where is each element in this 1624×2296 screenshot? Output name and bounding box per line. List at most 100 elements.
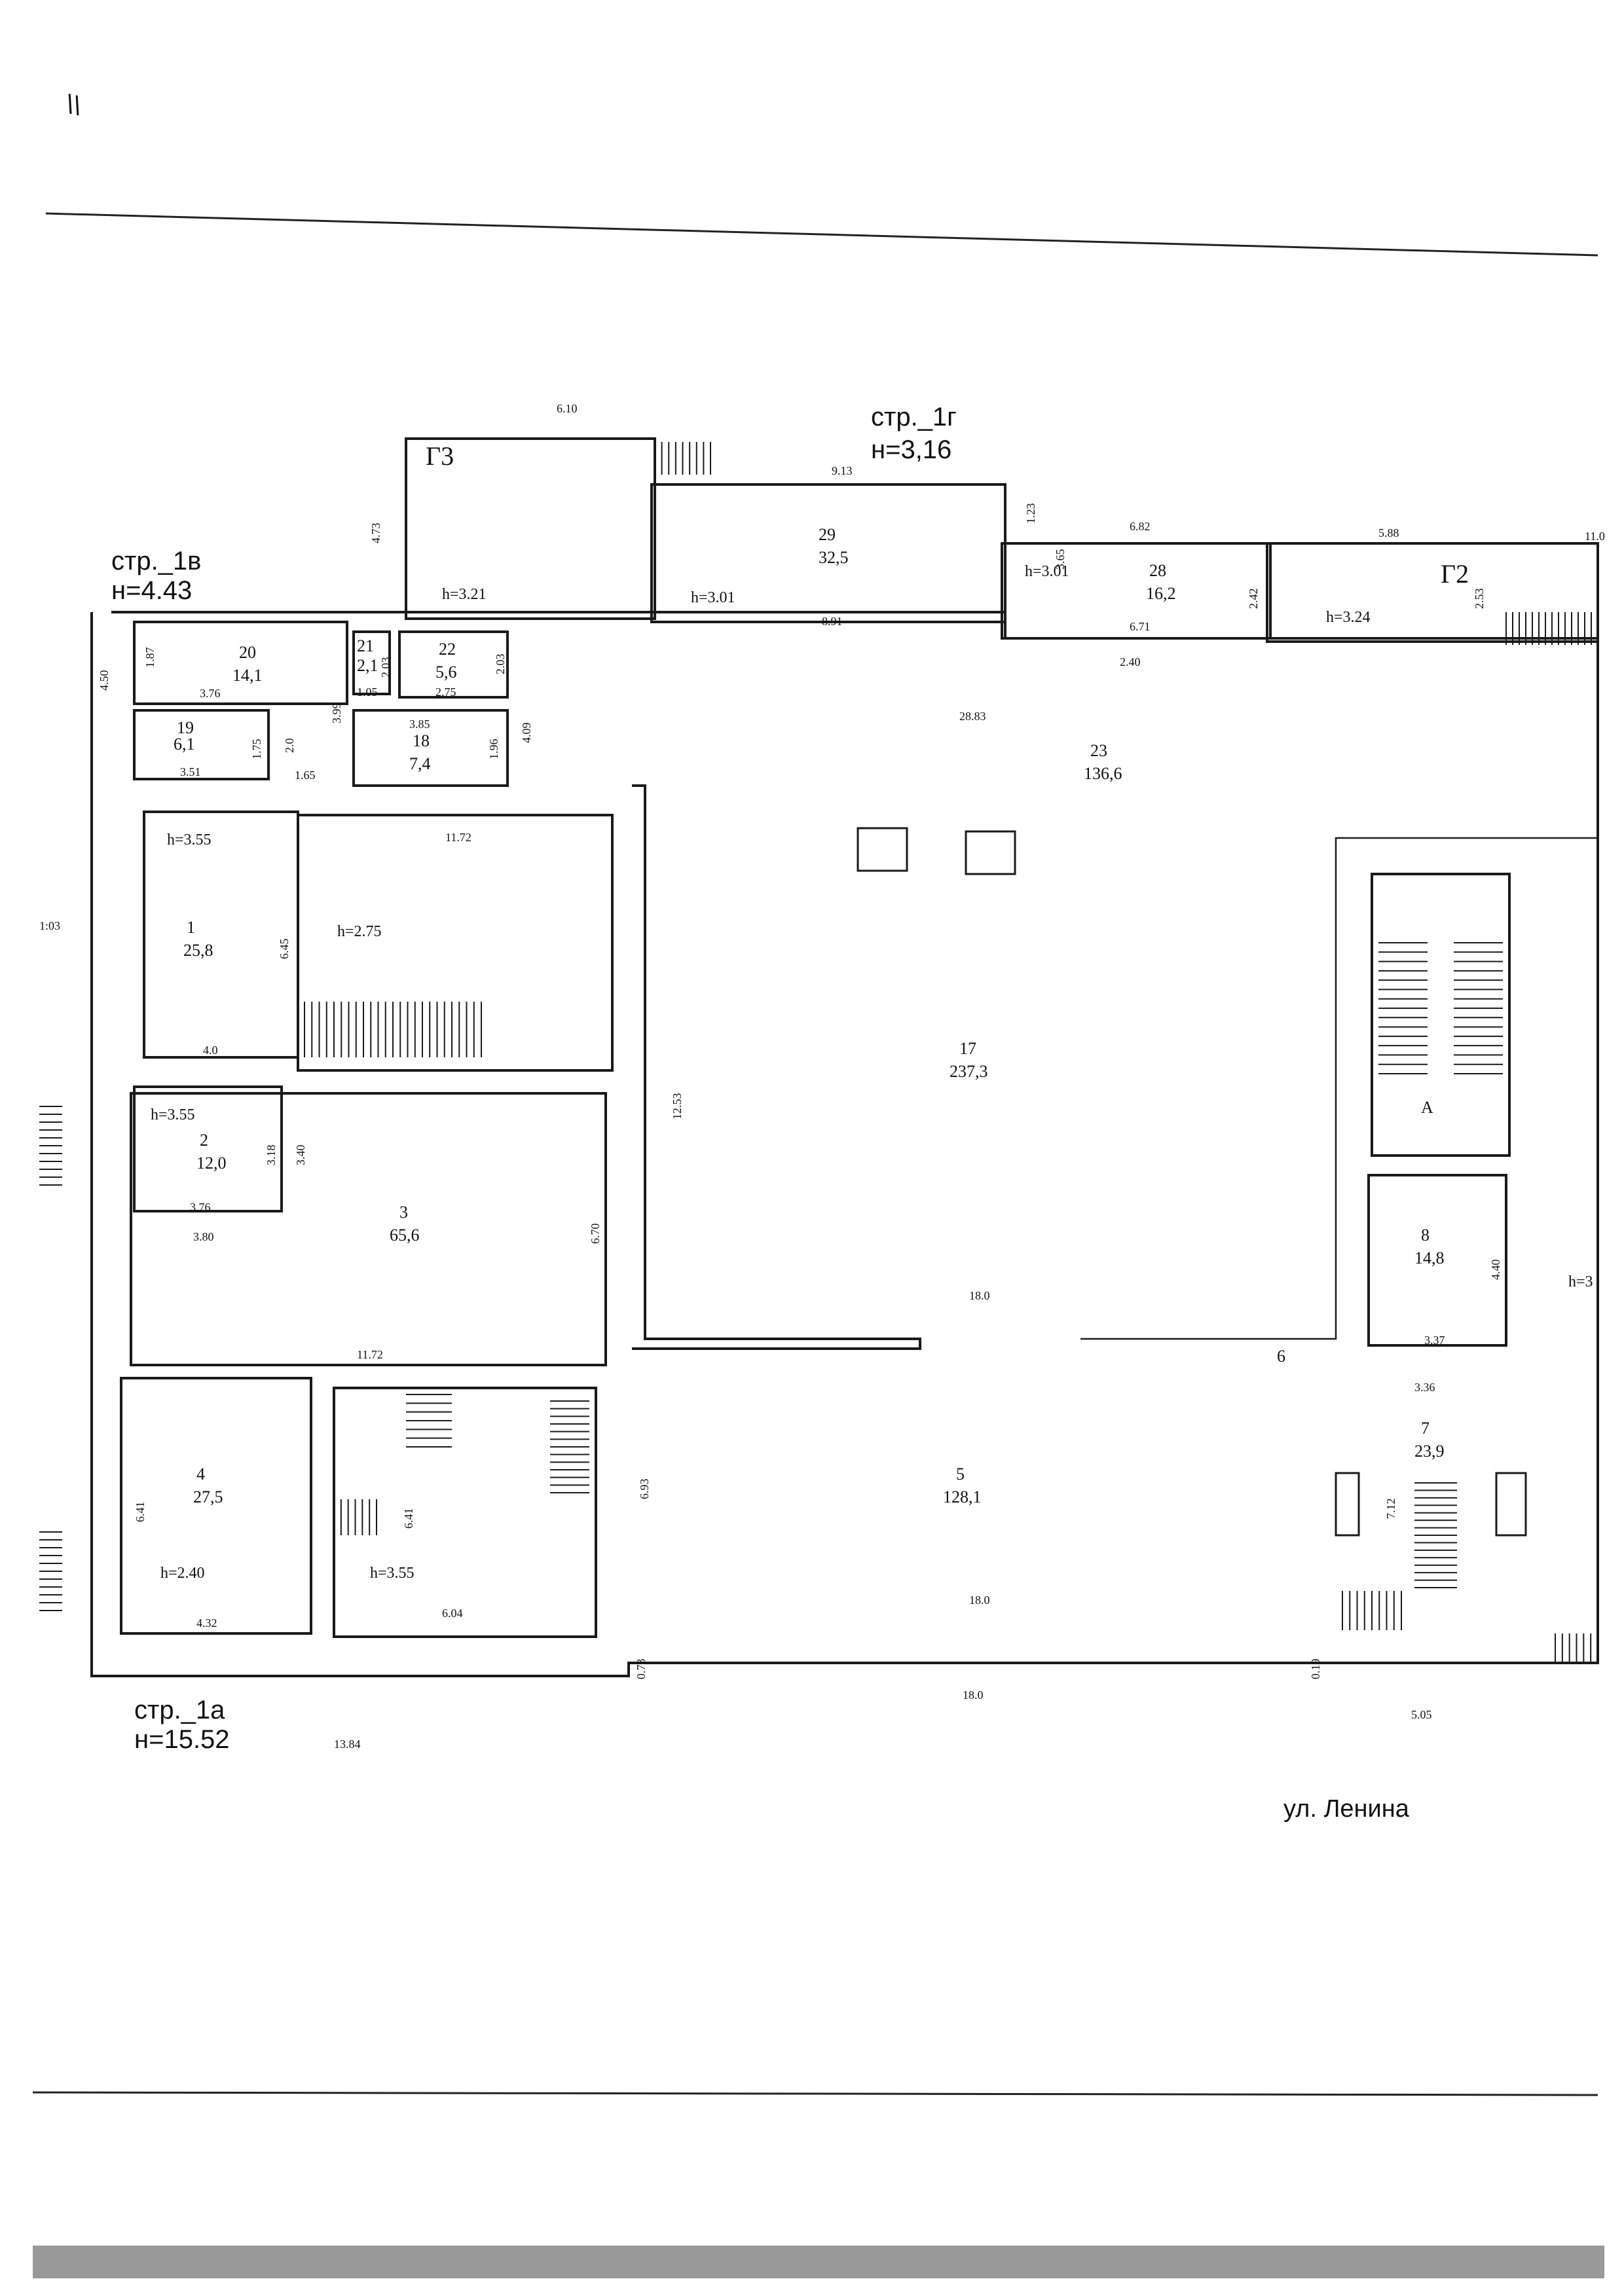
- room-number: 5: [956, 1465, 965, 1484]
- dimension-label: 18.0: [969, 1289, 990, 1302]
- room-height: h=3.01: [1025, 563, 1069, 580]
- dimension-label: 3.37: [1424, 1334, 1445, 1347]
- garage-g3-outline: [405, 437, 656, 620]
- structure-1g-name: стр._1г: [871, 403, 957, 431]
- dimension-label: 4.09: [520, 723, 533, 744]
- room-area: 14,8: [1414, 1248, 1445, 1267]
- room-labels: 1 25,8 h=3.55 h=2.75 2 12,0 h=3.55 3 65,…: [151, 525, 1593, 1582]
- room-number: 2: [200, 1131, 208, 1150]
- room-number: 17: [959, 1039, 976, 1058]
- dimension-label: 3.99: [330, 703, 343, 724]
- dimension-label: 2.53: [1473, 589, 1486, 610]
- dimension-label: 6.45: [278, 939, 291, 960]
- dimension-label: 3.76: [200, 687, 221, 700]
- dimension-label: 2.75: [435, 685, 456, 699]
- room-21-outline: [352, 630, 391, 695]
- room-height: h=3.55: [167, 831, 212, 848]
- room-area: 12,0: [196, 1154, 227, 1173]
- dimension-label: 1.23: [1024, 503, 1037, 524]
- room-area: 237,3: [950, 1062, 988, 1081]
- garage-g3-label: Г3: [426, 441, 454, 471]
- dimension-label: 4.50: [98, 670, 111, 691]
- dimension-label: 1:03: [39, 919, 60, 932]
- structure-1v-height: н=4.43: [111, 576, 192, 605]
- garage-g2-height: h=3.24: [1326, 609, 1371, 626]
- dimension-label: 0.19: [1309, 1659, 1322, 1680]
- dimension-label: 2.42: [1247, 589, 1260, 610]
- room-height: h=2.75: [337, 923, 382, 940]
- structure-1v-name: стр._1в: [111, 547, 201, 575]
- street-label: ул. Ленина: [1283, 1795, 1410, 1823]
- dimension-label: 3.18: [265, 1145, 278, 1166]
- column-3: [1335, 1472, 1360, 1537]
- room-height: h=3: [1568, 1273, 1593, 1290]
- room-3-outline: [130, 1092, 607, 1366]
- hall-divider: [1080, 837, 1598, 1340]
- dimension-label: 4.40: [1489, 1260, 1502, 1281]
- stairs-group: [39, 442, 1598, 1663]
- column-4: [1495, 1472, 1527, 1537]
- dimension-label: 28.83: [959, 710, 986, 723]
- room-17-outline: [632, 784, 921, 1350]
- dimension-label: 6.70: [589, 1224, 602, 1245]
- room-number: 28: [1149, 561, 1166, 580]
- room-19-outline: [133, 709, 270, 780]
- room-area: 2,1: [357, 656, 378, 675]
- dimension-label: 3.40: [294, 1145, 307, 1166]
- room-height: h=3.55: [370, 1565, 415, 1582]
- dimension-label: 3.85: [409, 718, 430, 731]
- dimension-label: 12.53: [671, 1093, 684, 1120]
- dimension-label: 6.04: [442, 1607, 463, 1620]
- room-18-outline: [352, 709, 509, 787]
- room-2-outline: [133, 1085, 283, 1212]
- room-area: 136,6: [1084, 764, 1122, 783]
- room-height: h=2.40: [160, 1565, 205, 1582]
- room-area: 5,6: [435, 663, 457, 682]
- top-rule: [45, 212, 1598, 257]
- dimension-label: 1.75: [250, 739, 263, 760]
- dimension-label: 2.0: [283, 738, 296, 754]
- dimension-label: 4.0: [203, 1044, 218, 1057]
- dimension-label: 3.51: [180, 765, 201, 778]
- room-number: 18: [413, 731, 430, 750]
- room-22-outline: [398, 630, 509, 699]
- dimension-label: 6.10: [557, 402, 578, 415]
- structure-1a-height: н=15.52: [134, 1725, 230, 1754]
- room-29-outline: [650, 483, 1006, 623]
- dimension-label: 9.13: [832, 464, 853, 477]
- dimension-label: 13.84: [334, 1738, 361, 1751]
- scan-edge-strip: [33, 2246, 1604, 2278]
- dimension-label: 6.82: [1130, 520, 1151, 533]
- stair-a-outline: [1371, 873, 1511, 1157]
- dimension-label: 3.36: [1414, 1381, 1435, 1394]
- room-number: А: [1421, 1098, 1433, 1117]
- dimension-label: 3.65: [1054, 549, 1067, 570]
- room-number: 6: [1277, 1347, 1285, 1366]
- room-area: 128,1: [943, 1487, 982, 1506]
- dimension-label: 1.05: [357, 685, 378, 699]
- room-4b-outline: [333, 1387, 597, 1638]
- room-number: 29: [819, 525, 836, 544]
- column-2: [965, 830, 1016, 875]
- dimension-label: 2.03: [494, 654, 507, 675]
- room-area: 6,1: [174, 735, 195, 754]
- dimension-label: 4.73: [369, 523, 382, 544]
- room-number: 4: [196, 1465, 205, 1484]
- dimension-label: 18.0: [963, 1688, 984, 1702]
- corner-mark: \\: [64, 90, 84, 121]
- dimension-label: 2.03: [379, 657, 392, 678]
- room-area: 65,6: [390, 1226, 420, 1245]
- dimension-label: 1.65: [295, 769, 316, 782]
- dimension-label: 6.93: [638, 1479, 651, 1500]
- room-20-outline: [133, 621, 348, 705]
- room-area: 7,4: [409, 754, 431, 773]
- bottom-rule: [32, 2091, 1598, 2096]
- room-4-outline: [120, 1377, 312, 1635]
- dimension-label: 1.87: [143, 647, 157, 668]
- dimension-label: 2.40: [1120, 655, 1141, 668]
- room-number: 3: [399, 1203, 408, 1222]
- room-number: 20: [239, 643, 256, 662]
- dimension-label: 3.76: [190, 1201, 211, 1214]
- garage-g2-outline: [1266, 542, 1599, 643]
